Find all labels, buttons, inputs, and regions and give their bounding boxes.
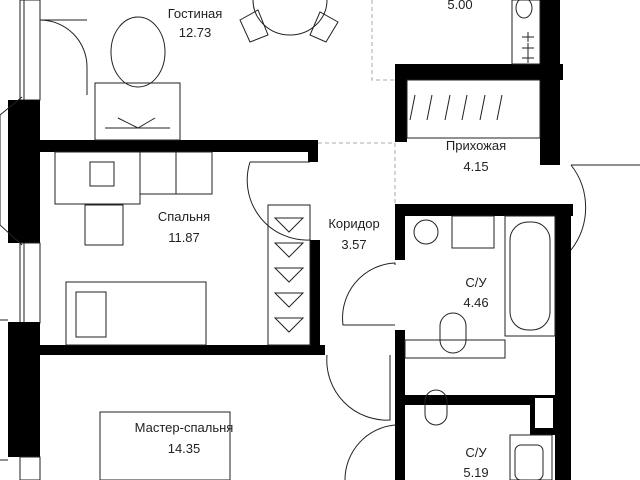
- furniture: [54, 0, 556, 480]
- door-living: [39, 19, 88, 95]
- room-name-master: Мастер-спальня: [135, 420, 234, 435]
- room-area-corridor: 3.57: [341, 237, 366, 252]
- door-master: [326, 354, 391, 421]
- room-name-bath2: С/У: [465, 445, 487, 460]
- wardrobe-hall: [406, 79, 541, 139]
- washbasin-2: [509, 434, 553, 480]
- room-name-living: Гостиная: [168, 6, 223, 21]
- room-area-kitchen: 5.00: [447, 0, 472, 12]
- bathtub: [504, 215, 556, 337]
- stove-icon: [522, 32, 534, 63]
- chair-left: [239, 9, 269, 43]
- room-name-bedroom: Спальня: [158, 209, 210, 224]
- laptop-icon: [89, 161, 115, 187]
- room-area-living: 12.73: [179, 25, 212, 40]
- room-name-bath1: С/У: [465, 275, 487, 290]
- bed-bedroom: [65, 281, 207, 346]
- chair: [84, 204, 124, 246]
- door-bath1: [342, 262, 396, 326]
- room-area-bedroom: 11.87: [168, 230, 200, 245]
- room-area-hall: 4.15: [463, 159, 488, 174]
- kitchen-counter: [511, 0, 541, 65]
- room-area-master: 14.35: [168, 441, 201, 456]
- dining-table: [252, 0, 328, 36]
- room-name-hall: Прихожая: [446, 138, 506, 153]
- door-bath2: [344, 424, 396, 480]
- washbasin-1: [451, 215, 495, 249]
- doors: [39, 19, 640, 480]
- tv-stand: [94, 82, 181, 141]
- room-labels: Гостиная 12.73 5.00 Прихожая 4.15 Спальн…: [135, 0, 506, 480]
- zone-borders: [318, 0, 396, 204]
- room-area-bath1: 4.46: [463, 295, 488, 310]
- rug: [110, 16, 166, 88]
- chair-right: [309, 11, 339, 43]
- bed-master: [99, 411, 231, 480]
- toilet-2: [424, 389, 448, 426]
- desk: [54, 151, 141, 205]
- door-entrance: [570, 164, 640, 251]
- room-name-corridor: Коридор: [328, 216, 379, 231]
- washer-icon: [413, 219, 439, 245]
- exterior-walls: [0, 0, 41, 480]
- wardrobe-bedroom: [267, 204, 311, 346]
- room-area-bath2: 5.19: [463, 465, 488, 480]
- toilet-1: [439, 312, 467, 354]
- interior-walls: [40, 0, 573, 480]
- sink-icon: [515, 0, 533, 19]
- door-bedroom: [246, 161, 311, 241]
